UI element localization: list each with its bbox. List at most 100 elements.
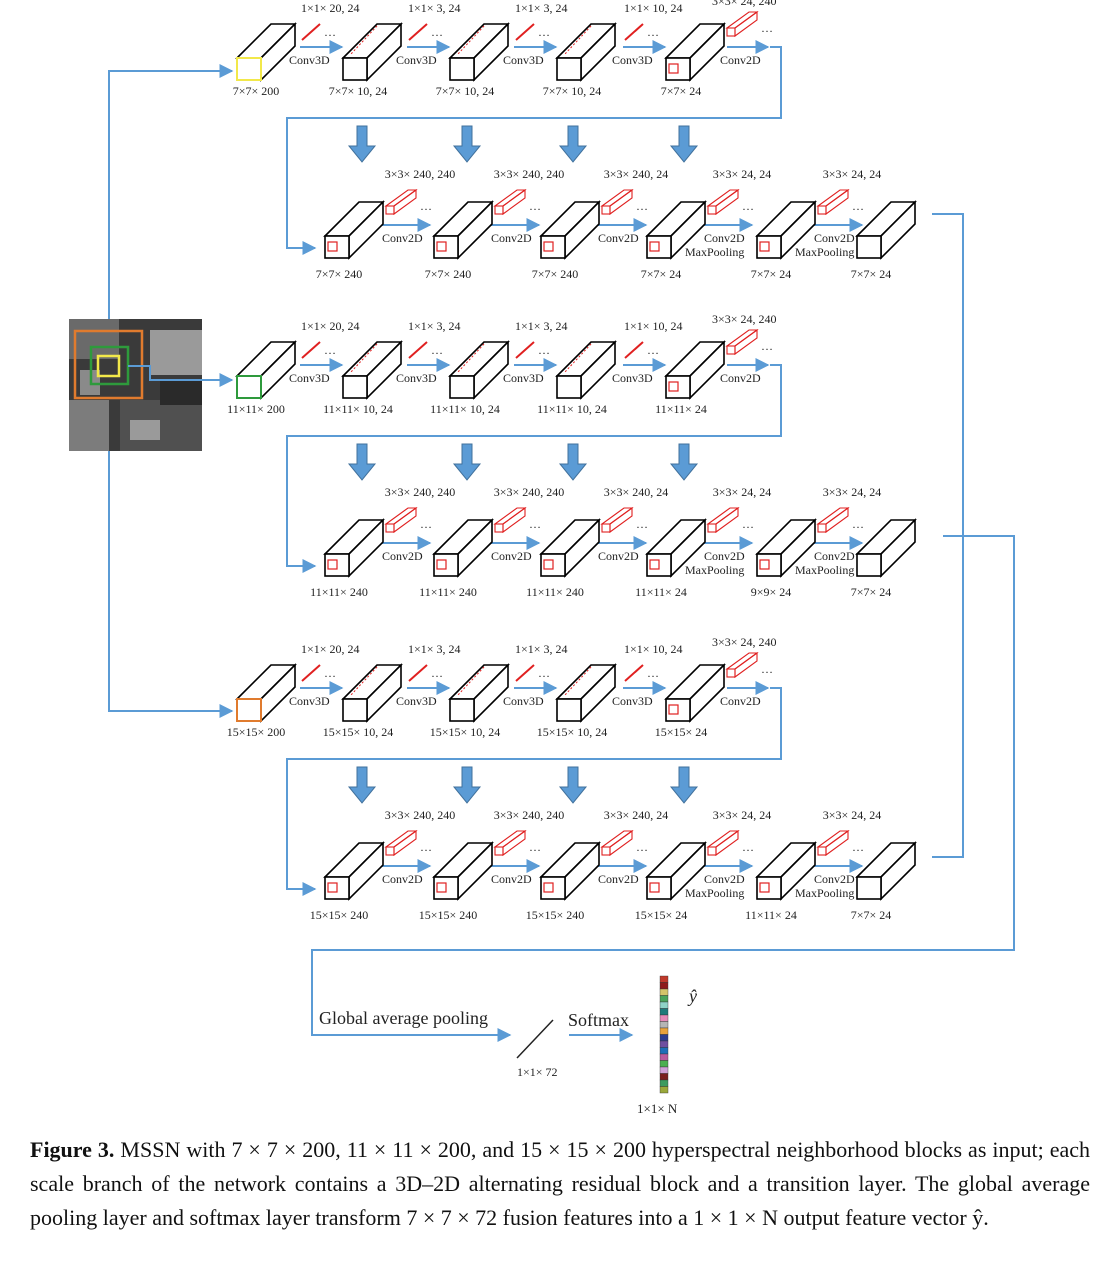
kernel-2d: …: [493, 188, 541, 216]
output-cell: [659, 1073, 669, 1081]
feature-size-label: 15×15× 10, 24: [323, 725, 394, 739]
output-size-label: 1×1× N: [637, 1101, 678, 1116]
op-label: Conv2D: [491, 549, 532, 563]
feature-size-label: 11×11× 24: [745, 908, 797, 922]
output-cell: [659, 1066, 669, 1074]
residual-arrow: [558, 766, 588, 804]
feature-size-label: 7×7× 10, 24: [436, 84, 495, 98]
ellipsis: …: [431, 25, 443, 39]
residual-arrow: [347, 125, 377, 163]
kernel-2d: …: [725, 328, 773, 356]
residual-arrow: [558, 125, 588, 163]
gap-label: Global average pooling: [319, 1008, 488, 1028]
ellipsis: …: [431, 343, 443, 357]
output-cell: [659, 1079, 669, 1087]
kernel-2d: …: [725, 10, 773, 38]
kernel-size-label: 1×1× 3, 24: [515, 642, 568, 656]
op-label: Conv3D: [289, 371, 330, 385]
output-cell: [659, 1053, 669, 1061]
feature-size-label: 15×15× 240: [419, 908, 478, 922]
kernel-2d: …: [384, 829, 432, 857]
kernel-size-label: 1×1× 10, 24: [624, 1, 683, 15]
input-size-label: 11×11× 200: [227, 402, 285, 416]
op-label: Conv2D: [382, 231, 423, 245]
feature-block: [855, 841, 917, 901]
feature-block: [448, 340, 510, 400]
input-size-label: 15×15× 200: [227, 725, 286, 739]
op-label: Conv2D: [814, 872, 855, 886]
ellipsis: …: [324, 666, 336, 680]
residual-connector: [286, 687, 782, 896]
kernel-size-label: 1×1× 3, 24: [408, 319, 461, 333]
kernel-size-label: 3×3× 240, 24: [604, 485, 669, 499]
kernel-2d: …: [816, 506, 864, 534]
kernel-size-label: 3×3× 24, 24: [713, 485, 772, 499]
ellipsis: …: [647, 343, 659, 357]
op-label: Conv2D: [720, 371, 761, 385]
ellipsis: …: [742, 199, 754, 213]
kernel-2d: …: [725, 651, 773, 679]
residual-arrow: [669, 125, 699, 163]
kernel-size-label: 3×3× 24, 24: [823, 167, 882, 181]
caption-label: Figure 3.: [30, 1137, 115, 1162]
op-label: Conv2D: [491, 872, 532, 886]
input-size-label: 7×7× 200: [233, 84, 280, 98]
kernel-3d: …: [301, 23, 336, 41]
figure-caption: Figure 3. MSSN with 7 × 7 × 200, 11 × 11…: [30, 1133, 1090, 1235]
feature-size-label: 7×7× 24: [661, 84, 702, 98]
output-cell: [659, 1021, 669, 1029]
pool-label: MaxPooling: [685, 886, 744, 900]
feature-size-label: 7×7× 240: [425, 267, 472, 281]
scale-15-box: [73, 329, 144, 400]
feature-size-label: 7×7× 24: [751, 267, 792, 281]
ellipsis: …: [636, 840, 648, 854]
ellipsis: …: [538, 343, 550, 357]
feature-block: [341, 340, 403, 400]
op-label: Conv2D: [704, 549, 745, 563]
output-cell: [659, 1060, 669, 1068]
feature-block: [448, 663, 510, 723]
kernel-3d: …: [515, 23, 550, 41]
kernel-3d: …: [624, 664, 659, 682]
kernel-2d: …: [706, 188, 754, 216]
feature-block: [432, 841, 494, 901]
ellipsis: …: [647, 25, 659, 39]
ellipsis: …: [636, 517, 648, 531]
kernel-size-label: 1×1× 20, 24: [301, 642, 360, 656]
pool-label: MaxPooling: [795, 245, 854, 259]
pool-label: MaxPooling: [795, 563, 854, 577]
residual-arrow: [558, 443, 588, 481]
output-cell: [659, 1034, 669, 1042]
kernel-3d: …: [408, 23, 443, 41]
kernel-size-label: 3×3× 240, 240: [385, 485, 456, 499]
caption-text: MSSN with 7 × 7 × 200, 11 × 11 × 200, an…: [30, 1137, 1091, 1230]
feature-block: [539, 518, 601, 578]
feature-size-label: 7×7× 24: [851, 267, 892, 281]
ellipsis: …: [742, 840, 754, 854]
feature-size-label: 11×11× 10, 24: [537, 402, 607, 416]
kernel-size-label: 3×3× 240, 240: [494, 485, 565, 499]
op-label: Conv2D: [720, 694, 761, 708]
feature-block: [755, 518, 817, 578]
residual-arrow: [452, 766, 482, 804]
feature-block: [341, 22, 403, 82]
feature-size-label: 7×7× 24: [641, 267, 682, 281]
feature-size-label: 15×15× 24: [635, 908, 688, 922]
kernel-2d: …: [600, 829, 648, 857]
output-cell: [659, 975, 669, 983]
kernel-size-label: 1×1× 20, 24: [301, 1, 360, 15]
residual-connector: [286, 46, 782, 255]
kernel-2d: …: [600, 506, 648, 534]
feature-block: [664, 22, 726, 82]
feature-block: [432, 200, 494, 260]
feature-block: [664, 663, 726, 723]
feature-block: [664, 340, 726, 400]
kernel-size-label: 3×3× 24, 240: [712, 0, 777, 8]
ellipsis: …: [529, 840, 541, 854]
feature-size-label: 9×9× 24: [751, 585, 792, 599]
output-cell: [659, 1047, 669, 1055]
op-label: Conv3D: [289, 53, 330, 67]
feature-block: [645, 841, 707, 901]
kernel-2d: …: [706, 829, 754, 857]
